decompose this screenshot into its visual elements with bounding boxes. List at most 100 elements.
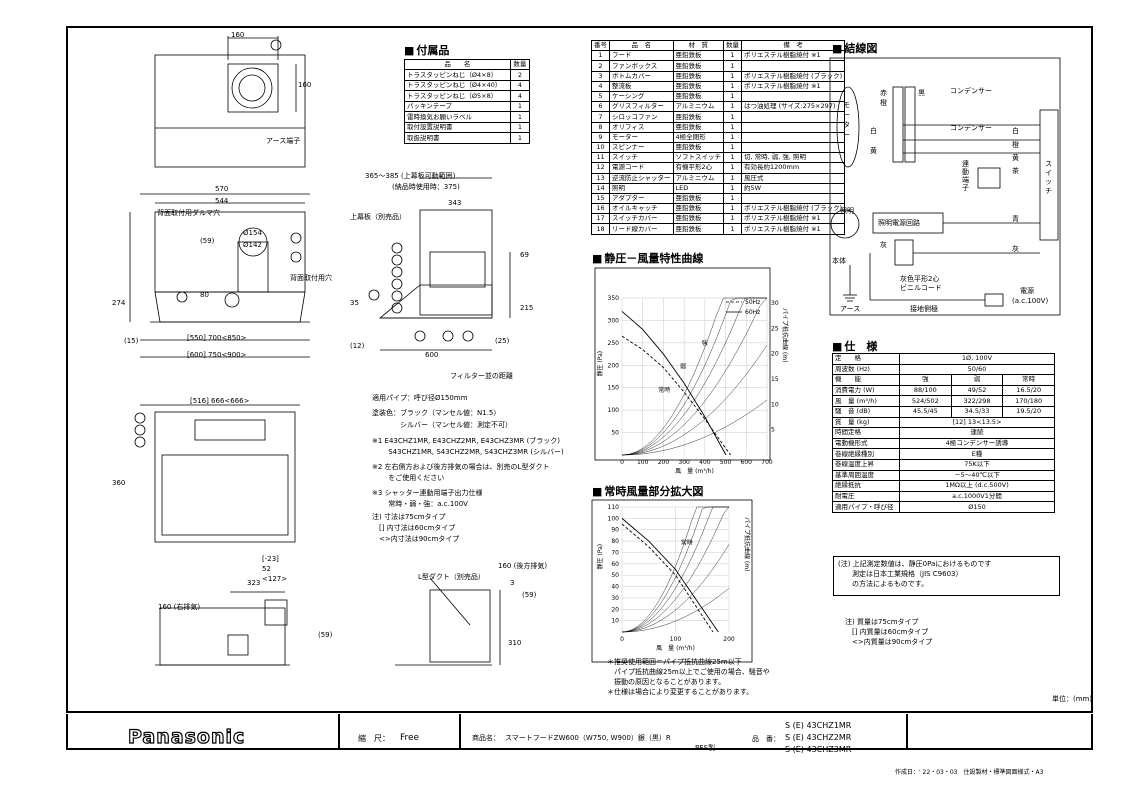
parts-cell: 切, 常時, 弱, 強, 照明 [740,152,846,164]
parts-cell: 亜鉛鉄板 [672,60,724,72]
parts-cell: 1 [723,131,742,143]
wire-gray: 灰 [880,241,887,249]
dim-label: 160 (右排気) [158,603,201,611]
acc-cell: 1 [509,121,531,134]
spec-value: 322/298 [950,395,1004,407]
dim-label: 上幕板（別売品） [350,213,406,221]
acc-cell: 雷時換気お願いラベル [404,111,511,123]
parts-cell: 1 [723,213,742,225]
spec-value: 1MΩ以上 (d.c.500V) [899,480,1055,492]
parts-cell: ポリエステル樹脂焼付 ※1 [740,80,846,93]
y-tick-label: 350 [608,295,620,302]
wire-capacitor: コンデンサー [950,87,992,95]
color-note-2: シルバー（マンセル値：測定不可） [372,421,512,429]
parts-cell: 1 [723,50,742,62]
parts-cell: グリスフィルター [609,101,674,113]
product-material: PES製 [695,744,716,752]
parts-cell: 約5W [740,182,846,194]
dim-label: 570 [215,185,229,193]
y-tick-label: 20 [611,606,619,613]
parts-header: 数量 [723,39,742,52]
parts-cell: 4極全閉形 [672,131,724,143]
y-tick-label: 100 [608,407,620,414]
parts-cell: オイルキャッチ [609,203,674,215]
parts-cell: 1 [723,203,742,215]
spec-label: 風 量 (m³/h) [832,395,900,407]
dim-label: 215 [520,304,534,312]
parts-cell: フード [609,50,674,62]
spec-label: 電動機形式 [832,437,900,450]
spec-value: 50/60 [899,363,1055,376]
wire-light: 照明 [840,207,854,215]
parts-cell: 1 [723,80,742,93]
y-tick-label: 70 [611,549,619,556]
dim-label: L型ダクト（別売品） [418,573,485,581]
spec-label: 巻線温度上昇 [832,458,900,471]
dim-label: アース端子 [266,137,301,145]
spec-label: 質 量 (kg) [832,416,900,429]
parts-cell: 11 [591,152,610,164]
pipe-note: 適用パイプ：呼び径Ø150mm [372,394,468,402]
parts-cell [740,111,846,123]
parts-cell: 15 [591,192,610,205]
parts-cell: 17 [591,213,610,225]
wire-light-circuit: 照明電源回路 [878,219,920,227]
parts-cell: 1 [723,192,742,205]
wiring-heading: 結線図 [832,40,877,56]
parts-cell: 亜鉛鉄板 [672,203,724,215]
specs-heading: 仕 様 [832,338,877,354]
wire-body: 本体 [832,257,846,265]
parts-cell: 亜鉛鉄板 [672,50,724,62]
dim-label: 600 [425,351,439,359]
spec-value: 75K以下 [899,458,1055,471]
wiring-frame [829,57,1061,316]
wire-blue: 青 [1012,215,1019,223]
parts-cell: 1 [591,50,610,62]
wire-brown: 茶 [1012,167,1019,175]
wire-earth: アース [840,305,861,313]
parts-cell: 18 [591,223,610,235]
side-view-lower [429,589,491,663]
y-tick-label: 250 [608,340,620,347]
dim-label: [600] 750<900> [187,351,247,359]
y-tick-label: 100 [608,515,620,522]
dim-label: 52 [262,565,271,573]
chart-annotation: 常時 [658,386,670,394]
parts-cell: モーター [609,131,674,143]
date-stamp: 作成日：' 22・03・03 住設製材・標準図面様式・A3 [895,769,1044,776]
x-axis-label: 風 量 (m³/h) [675,468,714,475]
parts-cell: 1 [723,223,742,235]
dim-label: [550] 700<850> [187,334,247,342]
dim-label: 背面取付用ダルマ穴 [157,209,220,217]
resistance-curve [621,544,730,633]
spec-label: 周波数 (Hz) [832,363,900,376]
top-view-outline [154,54,306,168]
dim-label: 3 [510,579,515,587]
x-tick-label: 400 [699,459,711,466]
series-line [621,335,731,456]
x-tick-label: 200 [658,459,670,466]
accessories-table: 品 名 数量 トラスタッピンねじ（Ø4×8）2 トラスタッピンねじ（Ø4×40）… [404,58,531,144]
parts-cell: 1 [723,152,742,164]
x-tick-label: 300 [678,459,690,466]
spec-label: 巻線絶縁種別 [832,448,900,460]
parts-cell: ソフトスイッチ [672,152,724,164]
acc-cell: パッキンテープ [404,100,511,113]
parts-cell: 整流板 [609,80,674,93]
dim-label: 160 (後方排気) [498,562,548,570]
spec-value: 4極コンデンサー誘導 [899,437,1055,450]
chart-annotation: 強 [702,339,708,347]
parts-cell: 10 [591,141,610,154]
title-scale-cell [338,714,461,750]
